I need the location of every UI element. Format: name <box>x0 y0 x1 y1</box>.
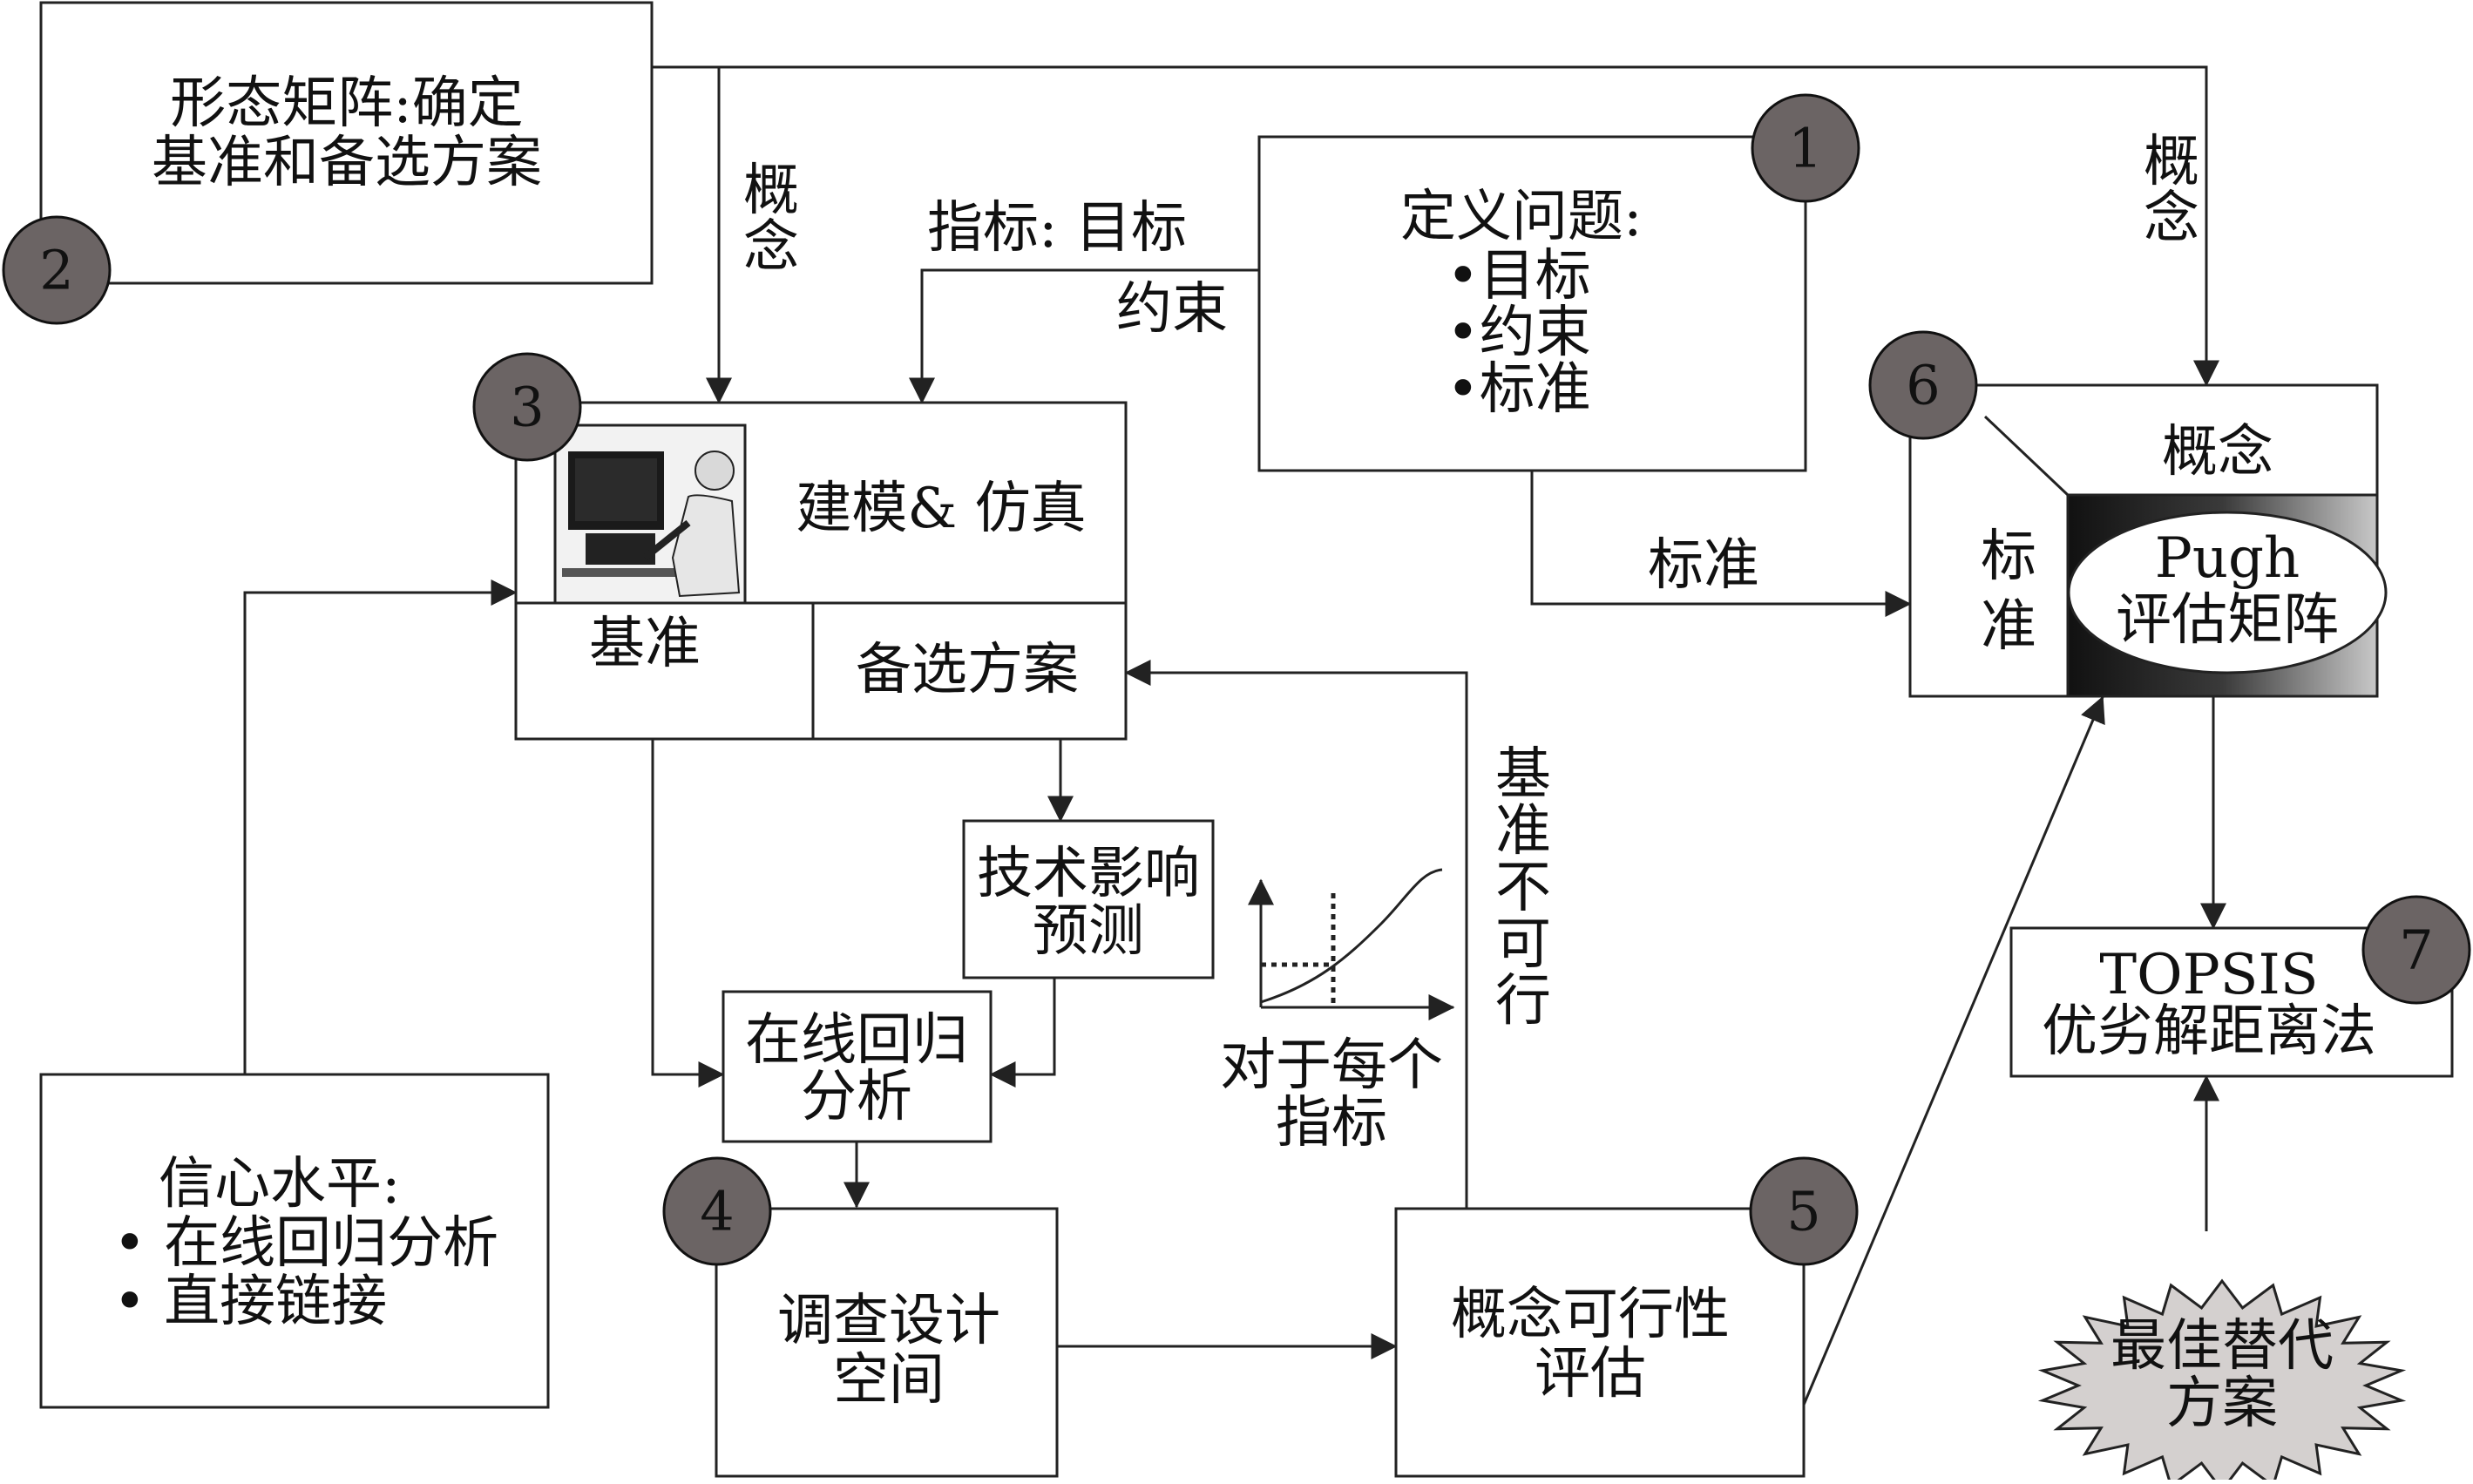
step-6-pugh: 概念 标 准 Pugh 评估矩阵 <box>1908 383 2388 698</box>
confidence-item-2: • 直接链接 <box>113 1270 387 1334</box>
svg-text:5: 5 <box>1786 1180 1820 1243</box>
badge-5: 5 <box>1749 1156 1859 1266</box>
tech-forecast-line1: 技术影响 <box>977 842 1200 906</box>
badge-7: 7 <box>2361 895 2471 1005</box>
concept-right-1: 概 <box>2144 130 2199 194</box>
svg-text:6: 6 <box>1906 354 1940 417</box>
step-1-item-goals: •目标 <box>1447 244 1591 308</box>
badge-1: 1 <box>1751 93 1860 203</box>
infeasible-1: 基 <box>1495 742 1551 807</box>
criteria-label: 标准 <box>1648 533 1759 598</box>
metrics-goal-label: 指标: 目标 <box>927 196 1187 261</box>
arrow-feasibility-to-pugh <box>1802 695 2105 1406</box>
step-3-baseline: 基准 <box>589 612 701 676</box>
infeasible-2: 准 <box>1495 799 1551 864</box>
arrow-define-to-model <box>909 268 1259 404</box>
step-2-line1: 形态矩阵:确定 <box>170 71 524 136</box>
concept-left-2: 念 <box>743 215 799 280</box>
step-2-morph-matrix: 形态矩阵:确定 基准和备选方案 <box>39 1 654 285</box>
step-6-criteria-1: 标 <box>1981 525 2036 589</box>
svg-text:4: 4 <box>700 1180 734 1243</box>
tech-forecast-box: 技术影响 预测 <box>962 819 1215 979</box>
step-7-topsis: TOPSIS 优劣解距离法 <box>2009 926 2454 1078</box>
svg-text:3: 3 <box>510 376 544 439</box>
connectors <box>243 65 2226 1406</box>
step-4-line2: 空间 <box>833 1348 945 1413</box>
confidence-title: 信心水平: <box>159 1152 401 1216</box>
step-1-title: 定义问题: <box>1400 185 1643 249</box>
svg-text:2: 2 <box>39 239 73 302</box>
step-6-pugh-desc: 评估矩阵 <box>2116 588 2339 653</box>
step-1-item-criteria: •标准 <box>1447 357 1591 422</box>
regression-line2: 分析 <box>801 1065 912 1129</box>
arrow-forecast-to-regression <box>989 978 1056 1088</box>
confidence-item-1: • 在线回归分析 <box>113 1211 498 1276</box>
concept-right-2: 念 <box>2144 186 2199 251</box>
arrow-define-to-pugh <box>1530 471 1912 617</box>
confidence-box: 信心水平: • 在线回归分析 • 直接链接 <box>39 1073 550 1409</box>
arrow-feasibility-to-alt <box>1124 660 1468 1209</box>
starburst-icon <box>2037 1278 2407 1484</box>
step-3-modeling: 建模& 仿真 基准 备选方案 <box>514 401 1128 741</box>
step-5-feasibility: 概念可行性 评估 <box>1394 1207 1806 1478</box>
constraint-label: 约束 <box>1116 277 1228 342</box>
step-4-line1: 调查设计 <box>777 1289 1000 1353</box>
step-7-line2: 优劣解距离法 <box>2042 999 2376 1064</box>
computer-user-icon <box>553 424 747 605</box>
step-5-line2: 评估 <box>1535 1342 1646 1406</box>
badge-3: 3 <box>472 352 582 462</box>
step-3-alternatives: 备选方案 <box>856 638 1079 702</box>
tech-forecast-line2: 预测 <box>1033 899 1144 964</box>
step-3-title: 建模& 仿真 <box>796 477 1086 541</box>
step-6-criteria-2: 准 <box>1981 594 2036 659</box>
badge-2: 2 <box>2 215 112 325</box>
badge-4: 4 <box>662 1156 772 1266</box>
per-metric-label-2: 指标 <box>1276 1091 1387 1155</box>
step-2-line2: 基准和备选方案 <box>152 131 542 195</box>
best-alt-line1: 最佳替代 <box>2111 1314 2334 1379</box>
regression-line1: 在线回归 <box>745 1008 968 1073</box>
best-alternative: 最佳替代 方案 <box>2037 1278 2407 1484</box>
step-6-concept: 概念 <box>2162 420 2273 485</box>
regression-box: 在线回归 分析 <box>722 990 993 1143</box>
infeasible-4: 可 <box>1495 912 1551 977</box>
step-7-line1: TOPSIS <box>2099 943 2318 1007</box>
edge-labels: 概 念 概 念 指标: 目标 约束 标准 基 准 不 可 行 <box>743 130 2199 1033</box>
step-1-item-constraints: •约束 <box>1447 301 1591 365</box>
svg-text:7: 7 <box>2399 918 2433 982</box>
arrow-baseline-to-regression <box>651 739 725 1088</box>
s-curve-graph-icon <box>1248 868 1455 1020</box>
step-5-line1: 概念可行性 <box>1451 1283 1730 1347</box>
infeasible-5: 行 <box>1495 969 1551 1033</box>
step-1-define-problem: 定义问题: •目标 •约束 •标准 <box>1257 135 1807 472</box>
svg-text:1: 1 <box>1788 117 1822 180</box>
arrow-morph-to-pugh <box>652 65 2219 387</box>
concept-left-1: 概 <box>743 159 799 223</box>
step-4-design-space: 调查设计 空间 <box>715 1207 1059 1478</box>
infeasible-3: 不 <box>1495 856 1551 920</box>
arrow-confidence-to-model <box>243 579 518 1074</box>
best-alt-line2: 方案 <box>2166 1372 2278 1436</box>
per-metric-label-1: 对于每个 <box>1220 1033 1443 1098</box>
badge-6: 6 <box>1868 330 1978 440</box>
step-6-pugh-name: Pugh <box>2155 526 2300 591</box>
